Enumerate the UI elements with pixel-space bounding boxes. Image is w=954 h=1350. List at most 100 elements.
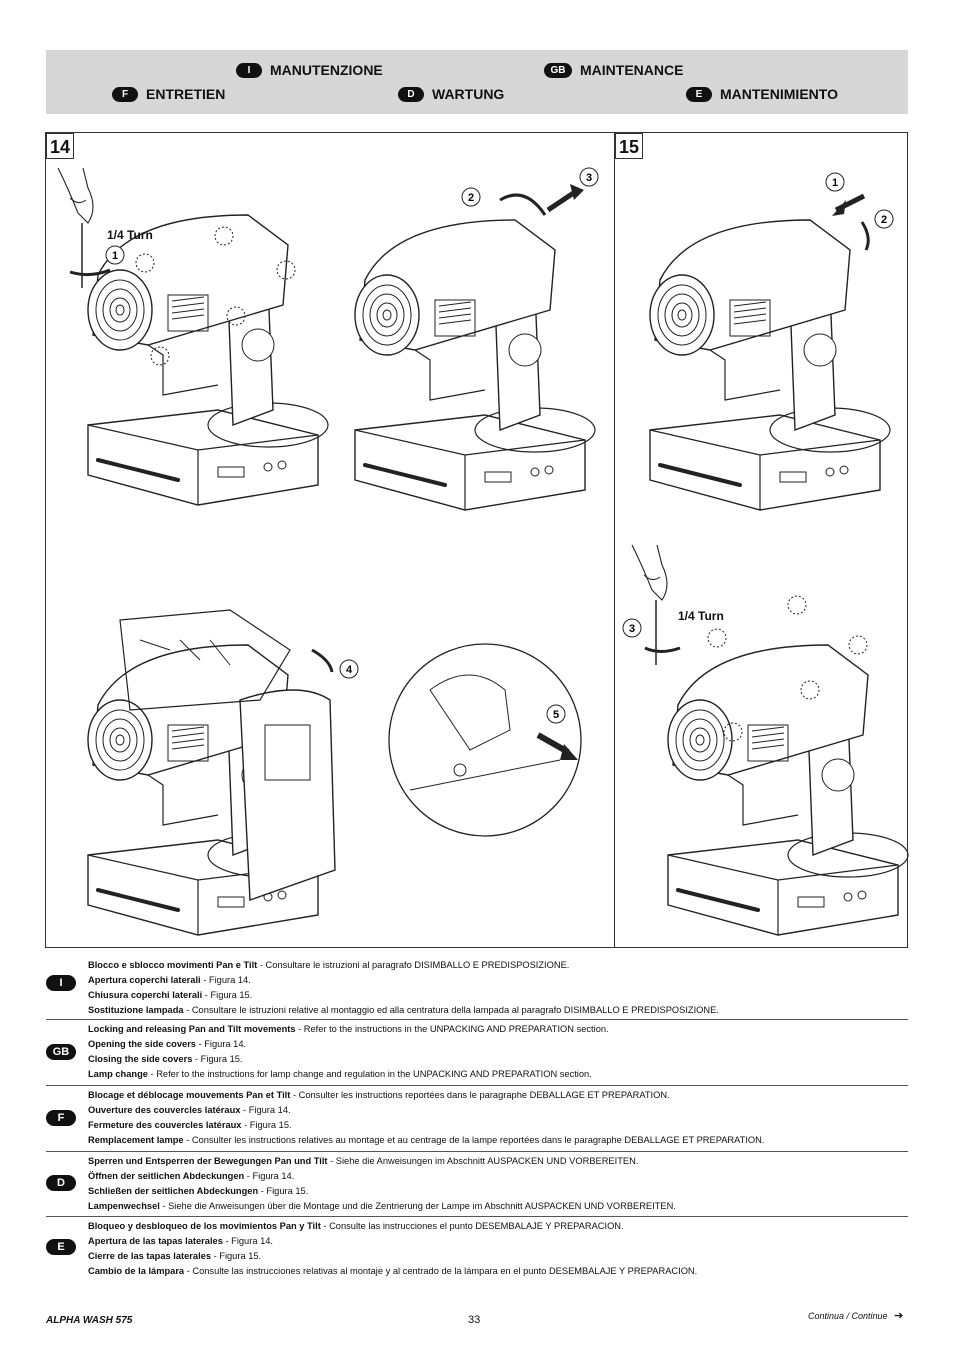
section-line: Lampenwechsel - Siehe die Anweisungen üb… bbox=[88, 1199, 676, 1214]
section-line-text: - Figura 14. bbox=[244, 1171, 295, 1181]
section-line-text: - Consulte las instrucciones relativas a… bbox=[184, 1266, 698, 1276]
section-line-text: - Figura 15. bbox=[241, 1120, 292, 1130]
turn-label-fig14: 1/4 Turn bbox=[107, 228, 153, 242]
section-line-text: - Siehe die Anweisungen im Abschnitt AUS… bbox=[327, 1156, 639, 1166]
callout-15-1: 1 bbox=[832, 177, 838, 189]
callout-14-3: 3 bbox=[586, 172, 592, 184]
section-lang-badge: GB bbox=[46, 1044, 76, 1060]
header-label-gb: MAINTENANCE bbox=[580, 62, 684, 78]
section-lang-badge: E bbox=[46, 1239, 76, 1255]
header-item-fr: F ENTRETIEN bbox=[112, 86, 225, 102]
section-line: Sperren und Entsperren der Bewegungen Pa… bbox=[88, 1154, 638, 1169]
lang-badge-de: D bbox=[398, 86, 424, 102]
section-line-heading: Cierre de las tapas laterales bbox=[88, 1251, 211, 1261]
callout-14-4: 4 bbox=[346, 664, 353, 676]
section-lang-badge: D bbox=[46, 1175, 76, 1191]
section-line-heading: Bloqueo y desbloqueo de los movimientos … bbox=[88, 1221, 321, 1231]
turn-label-fig15: 1/4 Turn bbox=[678, 609, 724, 623]
callout-15-3: 3 bbox=[629, 623, 635, 635]
section-line-heading: Remplacement lampe bbox=[88, 1135, 184, 1145]
section-line: Schließen der seitlichen Abdeckungen - F… bbox=[88, 1184, 308, 1199]
header-label-de: WARTUNG bbox=[432, 86, 505, 102]
section-line: Opening the side covers - Figura 14. bbox=[88, 1037, 246, 1052]
section-line: Ouverture des couvercles latéraux - Figu… bbox=[88, 1103, 291, 1118]
page-number: 33 bbox=[468, 1314, 481, 1326]
section-line: Sostituzione lampada - Consultare le ist… bbox=[88, 1003, 719, 1018]
section-line-heading: Apertura coperchi laterali bbox=[88, 975, 201, 985]
header-item-gb: GB MAINTENANCE bbox=[544, 62, 683, 78]
section-line: Locking and releasing Pan and Tilt movem… bbox=[88, 1022, 609, 1037]
section-line-heading: Blocco e sblocco movimenti Pan e Tilt bbox=[88, 960, 258, 970]
header-label-es: MANTENIMIENTO bbox=[720, 86, 838, 102]
section-line: Lamp change - Refer to the instructions … bbox=[88, 1067, 592, 1082]
header-label-fr: ENTRETIEN bbox=[146, 86, 226, 102]
section-line: Remplacement lampe - Consulter les instr… bbox=[88, 1133, 764, 1148]
section-line-heading: Opening the side covers bbox=[88, 1039, 196, 1049]
header-label-it: MANUTENZIONE bbox=[270, 62, 383, 78]
lang-badge-it: I bbox=[236, 62, 262, 78]
continue-label: Continua / Continue bbox=[808, 1311, 888, 1321]
section-line-heading: Öffnen der seitlichen Abdeckungen bbox=[88, 1171, 245, 1181]
section-line-heading: Fermeture des couvercles latéraux bbox=[88, 1120, 242, 1130]
section-line-text: - Figura 14. bbox=[240, 1105, 291, 1115]
header-bar: I MANUTENZIONE GB MAINTENANCE F ENTRETIE… bbox=[46, 50, 908, 114]
section-divider bbox=[46, 1085, 908, 1086]
figure-number-14: 14 bbox=[46, 133, 74, 159]
section-lang-badge: I bbox=[46, 975, 76, 991]
section-line: Chiusura coperchi laterali - Figura 15. bbox=[88, 988, 252, 1003]
section-line-text: - Consultare le istruzioni relative al m… bbox=[183, 1005, 719, 1015]
section-line-heading: Apertura de las tapas laterales bbox=[88, 1236, 223, 1246]
continue-note: Continua / Continue ➔ bbox=[808, 1309, 903, 1322]
callout-15-2: 2 bbox=[881, 214, 887, 226]
header-item-de: D WARTUNG bbox=[398, 86, 504, 102]
figure-number-15: 15 bbox=[615, 133, 643, 159]
callout-14-5: 5 bbox=[553, 709, 559, 721]
section-line-heading: Ouverture des couvercles latéraux bbox=[88, 1105, 241, 1115]
section-line-text: - Figura 15. bbox=[202, 990, 253, 1000]
section-line-heading: Cambio de la lámpara bbox=[88, 1266, 185, 1276]
section-line-heading: Lampenwechsel bbox=[88, 1201, 160, 1211]
section-line-text: - Refer to the instructions for lamp cha… bbox=[147, 1069, 592, 1079]
callout-circle bbox=[105, 245, 125, 265]
section-line-text: - Figura 14. bbox=[222, 1236, 273, 1246]
section-line: Blocage et déblocage mouvements Pan et T… bbox=[88, 1088, 670, 1103]
section-line-text: - Consulter les instructions relatives a… bbox=[183, 1135, 765, 1145]
section-lang-badge: F bbox=[46, 1110, 76, 1126]
lang-badge-gb: GB bbox=[544, 62, 572, 78]
figure-frame bbox=[45, 132, 908, 948]
arrow-right-icon: ➔ bbox=[894, 1310, 904, 1322]
section-line-text: - Figura 15. bbox=[211, 1251, 262, 1261]
section-line: Bloqueo y desbloqueo de los movimientos … bbox=[88, 1219, 624, 1234]
section-line-text: - Refer to the instructions in the UNPAC… bbox=[295, 1024, 609, 1034]
section-line-text: - Figura 15. bbox=[192, 1054, 243, 1064]
section-line: Blocco e sblocco movimenti Pan e Tilt - … bbox=[88, 958, 569, 973]
section-line-text: - Siehe die Anweisungen über die Montage… bbox=[159, 1201, 676, 1211]
section-line: Öffnen der seitlichen Abdeckungen - Figu… bbox=[88, 1169, 294, 1184]
section-divider bbox=[46, 1019, 908, 1020]
section-line-heading: Chiusura coperchi laterali bbox=[88, 990, 203, 1000]
figure-divider bbox=[614, 132, 615, 948]
section-line-text: - Figura 15. bbox=[258, 1186, 309, 1196]
section-line-heading: Locking and releasing Pan and Tilt movem… bbox=[88, 1024, 296, 1034]
header-item-es: E MANTENIMIENTO bbox=[686, 86, 838, 102]
section-line: Apertura de las tapas laterales - Figura… bbox=[88, 1234, 273, 1249]
section-line-heading: Sperren und Entsperren der Bewegungen Pa… bbox=[88, 1156, 328, 1166]
callout-14-2: 2 bbox=[468, 192, 474, 204]
lang-badge-es: E bbox=[686, 86, 712, 102]
section-line-heading: Lamp change bbox=[88, 1069, 148, 1079]
section-line-heading: Sostituzione lampada bbox=[88, 1005, 184, 1015]
section-divider bbox=[46, 1216, 908, 1217]
section-line: Cambio de la lámpara - Consulte las inst… bbox=[88, 1264, 697, 1279]
section-line-text: - Consulter les instructions reportées d… bbox=[290, 1090, 670, 1100]
section-line-heading: Schließen der seitlichen Abdeckungen bbox=[88, 1186, 259, 1196]
product-name: ALPHA WASH 575 bbox=[46, 1315, 133, 1326]
section-line: Closing the side covers - Figura 15. bbox=[88, 1052, 243, 1067]
section-line: Cierre de las tapas laterales - Figura 1… bbox=[88, 1249, 261, 1264]
section-line: Fermeture des couvercles latéraux - Figu… bbox=[88, 1118, 292, 1133]
section-line-text: - Figura 14. bbox=[200, 975, 251, 985]
section-line-heading: Blocage et déblocage mouvements Pan et T… bbox=[88, 1090, 291, 1100]
section-line-text: - Consultare le istruzioni al paragrafo … bbox=[257, 960, 570, 970]
section-line-text: - Consulte las instrucciones el punto DE… bbox=[320, 1221, 624, 1231]
header-item-it: I MANUTENZIONE bbox=[236, 62, 383, 78]
